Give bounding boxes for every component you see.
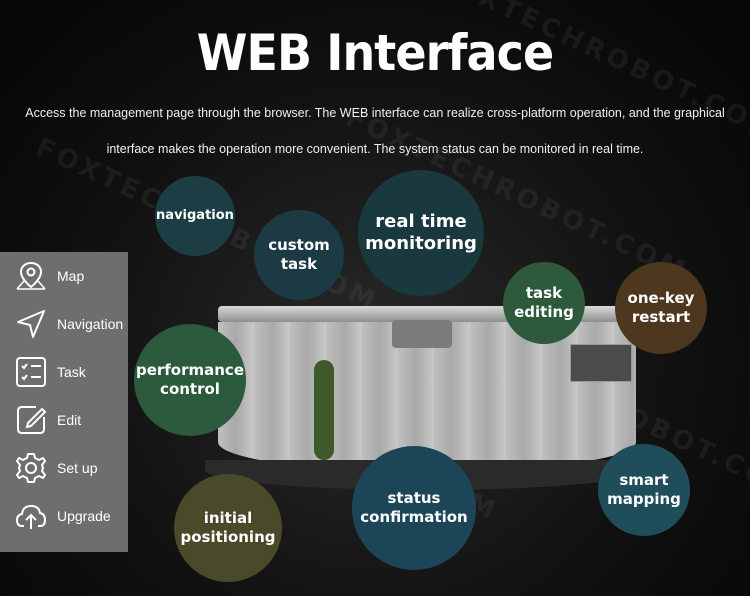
navigation-arrow-icon bbox=[17, 310, 45, 338]
gear-icon bbox=[16, 453, 46, 483]
page-description-line-1: Access the management page through the b… bbox=[25, 106, 725, 120]
sidebar-menu: Map Navigation Task Edit Set up bbox=[0, 252, 128, 552]
checklist-icon bbox=[16, 357, 46, 387]
sidebar-item-label: Edit bbox=[57, 412, 82, 428]
cloud-upload-icon bbox=[15, 504, 47, 529]
sidebar-item-map[interactable]: Map bbox=[0, 252, 128, 300]
feature-navigation: navigation bbox=[155, 176, 235, 256]
sidebar-item-edit[interactable]: Edit bbox=[0, 396, 128, 444]
robot-light-strip bbox=[314, 360, 334, 460]
sidebar-item-label: Task bbox=[57, 364, 86, 380]
sidebar-item-upgrade[interactable]: Upgrade bbox=[0, 492, 128, 540]
robot-mast bbox=[392, 320, 452, 348]
page-title: WEB Interface bbox=[196, 24, 554, 82]
map-pin-icon bbox=[16, 261, 46, 290]
robot-window bbox=[570, 344, 632, 382]
sidebar-item-task[interactable]: Task bbox=[0, 348, 128, 396]
sidebar-item-navigation[interactable]: Navigation bbox=[0, 300, 128, 348]
sidebar-item-label: Navigation bbox=[57, 316, 124, 332]
edit-icon bbox=[17, 406, 47, 434]
sidebar-item-label: Map bbox=[57, 268, 85, 284]
sidebar-item-label: Set up bbox=[57, 460, 98, 476]
sidebar-item-label: Upgrade bbox=[57, 508, 111, 524]
sidebar-item-set-up[interactable]: Set up bbox=[0, 444, 128, 492]
page-description-line-2: interface makes the operation more conve… bbox=[106, 142, 644, 156]
